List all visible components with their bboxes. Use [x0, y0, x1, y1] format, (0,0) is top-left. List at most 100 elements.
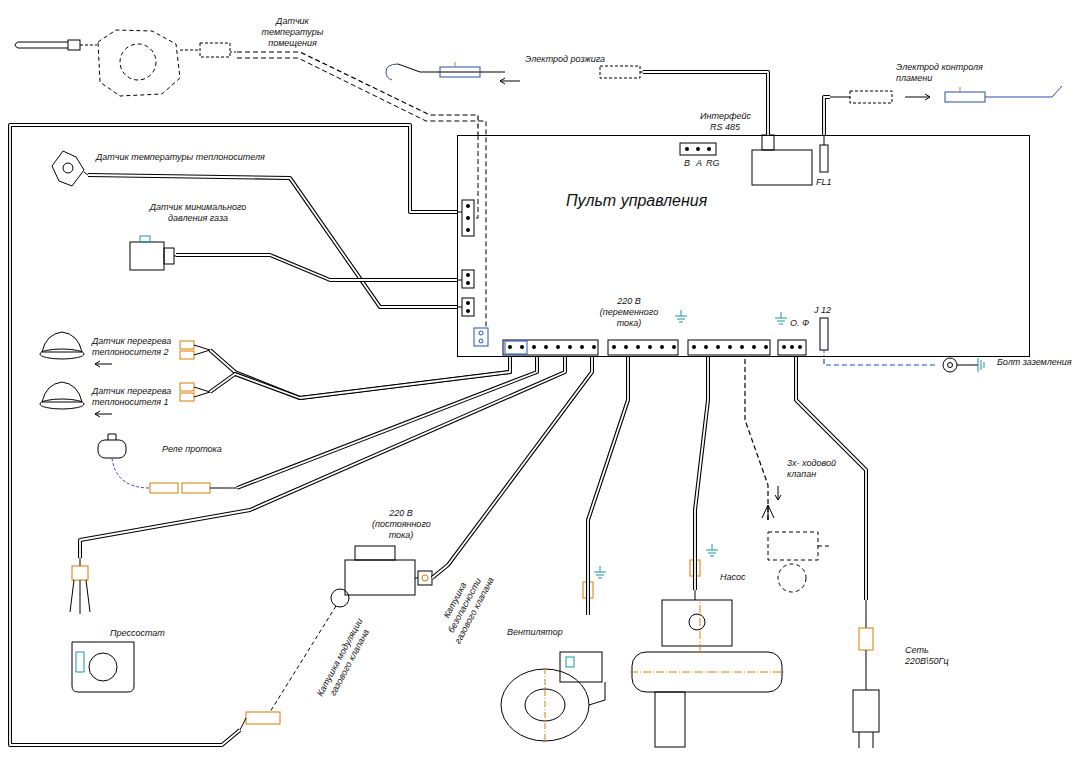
component: Катушка безопасности газового клапанаКат… [240, 540, 432, 740]
gas-pressure-sensor [130, 236, 176, 270]
part-label: Датчик перегрева теплоносителя 2 [92, 336, 176, 358]
part-label: Датчик температуры теплоносителя [96, 152, 265, 163]
cable-core [210, 357, 510, 398]
gas-pressure-sensor-part [140, 236, 150, 242]
panel-internals-part [462, 270, 474, 288]
terminal-label: FL1 [816, 177, 832, 188]
fan-part [566, 657, 574, 667]
pressostat-part [80, 558, 81, 566]
component: 3х- ходовой клапан [755, 520, 835, 595]
flame-electrode-part [985, 86, 1062, 97]
terminal-label: 220 В (переменного тока) [598, 296, 660, 329]
mains-plug-part [866, 650, 867, 690]
room-temp-sensor [15, 30, 486, 328]
dashed-wire [237, 52, 478, 135]
three-way-valve-part [778, 564, 806, 592]
control-panel: Пульт управления [457, 135, 1030, 357]
panel-internals-part [462, 298, 474, 316]
panel-internals-part [466, 228, 470, 232]
cable-outline [695, 357, 708, 590]
panel-title: Пульт управления [566, 191, 707, 210]
panel-internals-part [520, 345, 524, 349]
pressostat-part [72, 642, 134, 692]
flow-relay-part [150, 483, 178, 493]
pump-part [695, 590, 696, 600]
cable-outline [80, 357, 565, 558]
panel-internals-part [824, 350, 825, 357]
gas-valve-part [240, 718, 246, 730]
room-temp-sensor-part [98, 30, 180, 96]
cable [210, 357, 510, 398]
three-way-valve [762, 486, 832, 592]
cable-core [432, 357, 592, 578]
panel-internals-part [764, 345, 768, 349]
panel-internals-part [752, 345, 756, 349]
room-temp-sensor-part [80, 45, 97, 46]
cable [824, 97, 830, 135]
component: Датчик температуры помещения [12, 28, 237, 90]
ground-bolt-part [978, 358, 984, 372]
overheat-sensors-part [180, 341, 194, 349]
panel-internals-part [675, 310, 687, 322]
three-way-valve-part [768, 532, 818, 560]
cable-outline [588, 357, 628, 615]
cable-core [237, 357, 537, 488]
mains-plug-part [859, 732, 873, 748]
gas-valve-part [415, 578, 418, 579]
cable [643, 72, 768, 135]
part-label: Болт заземления [997, 357, 1072, 368]
overheat-sensors-part [40, 399, 84, 409]
panel-internals-part [466, 309, 470, 313]
panel-internals-part [790, 345, 794, 349]
panel-internals-part [474, 328, 488, 346]
cable-core [695, 357, 708, 590]
component: Сеть 220В\50Гц [850, 600, 886, 750]
cable [432, 357, 592, 578]
component: Насос [625, 590, 785, 755]
ground-bolt-part [957, 365, 978, 366]
panel-internals-part [608, 340, 678, 355]
pump-part [662, 600, 732, 646]
panel-internals-part [508, 345, 512, 349]
panel-internals-part [778, 340, 806, 355]
wire-stroke [824, 357, 935, 365]
panel-internals-part [479, 331, 483, 335]
component: Прессостат [62, 558, 142, 690]
panel-internals-part [466, 273, 470, 277]
panel-internals-part [624, 345, 628, 349]
part-label: Вентилятор [507, 627, 563, 638]
panel-internals-part [466, 301, 470, 305]
panel-internals-part [824, 135, 825, 145]
flame-electrode-part [945, 92, 985, 102]
pump [630, 544, 784, 747]
panel-internals-part [474, 135, 478, 218]
cable [237, 357, 537, 488]
flow-relay [98, 434, 237, 493]
cable-core [10, 125, 457, 745]
flame-electrode-part [960, 87, 961, 92]
part-label: Датчик перегрева теплоносителя 1 [92, 386, 176, 408]
fan [501, 566, 606, 742]
panel-internals-part [636, 345, 640, 349]
panel-internals-part [782, 345, 786, 349]
cable [210, 350, 510, 398]
panel-internals-part [704, 345, 708, 349]
part-label: 3х- ходовой клапан [787, 458, 849, 480]
panel-internals-part [503, 340, 598, 355]
cable [80, 357, 565, 558]
panel-internals-part [505, 341, 527, 354]
mains-plug-part [859, 628, 873, 650]
fan-part [589, 682, 605, 705]
panel-internals-part [592, 345, 596, 349]
ignition-electrode-part [398, 64, 505, 72]
pump-part [630, 672, 784, 673]
panel-internals-part [544, 345, 548, 349]
panel-internals-part [716, 345, 720, 349]
ground-bolt-part [948, 363, 953, 368]
panel-internals-part [685, 147, 689, 151]
room-temp-sensor-part [200, 43, 230, 57]
panel-internals [457, 135, 828, 357]
cable-core [824, 97, 830, 135]
terminal-label: О. Ф [790, 318, 809, 329]
